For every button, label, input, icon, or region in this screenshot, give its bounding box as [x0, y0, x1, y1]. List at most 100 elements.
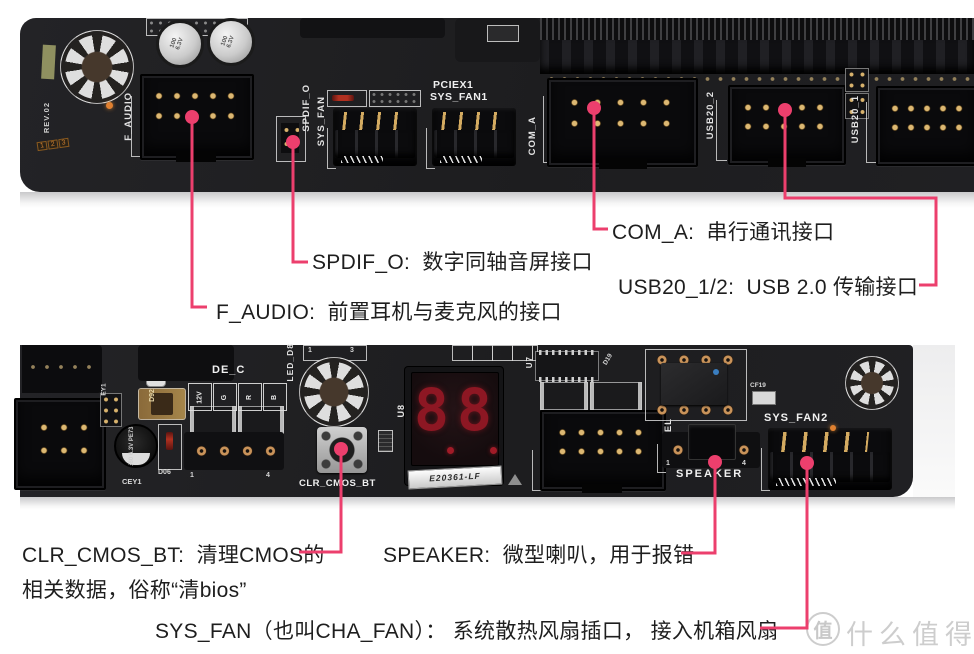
gold-pin-grid: [150, 86, 240, 126]
gold-pin-grid: [563, 92, 678, 134]
red-diode: [332, 95, 354, 101]
capacitor: 100 6.3V: [207, 18, 255, 66]
sticker-digit: 2: [47, 139, 59, 150]
pin1-silk: 1: [190, 472, 194, 479]
chip-legs: [539, 350, 595, 355]
screw-hole: [845, 356, 899, 410]
sys-fan2-header: [768, 428, 892, 490]
smd-component: [752, 391, 776, 405]
gold-pin-grid: [887, 99, 967, 137]
rgb-pin-label: B: [271, 394, 279, 400]
hole-pin3-silk: 3: [350, 347, 354, 354]
sticker-digit: 3: [58, 137, 70, 149]
fan-shroud: [335, 130, 415, 158]
rgb-pin-label: 12V: [196, 390, 204, 404]
bios-chip: [661, 363, 727, 405]
rgb-pin-label: G: [221, 394, 229, 400]
sticker-digit: 1: [36, 140, 48, 152]
pin4-silk: 4: [266, 472, 270, 479]
speaker-jumper-cap: [688, 424, 736, 460]
spdif-pins: [281, 123, 299, 153]
usb2-silk-corner: [716, 100, 727, 161]
speaker-silk-label: SPEAKER: [676, 468, 744, 480]
de-c-silk-label: DE_C: [212, 364, 246, 376]
smd-silkscreen: [378, 430, 393, 452]
sys-fan1-header: [432, 108, 516, 166]
blurred-component: [300, 18, 445, 38]
status-led: [830, 425, 836, 431]
diode-d92-body: [151, 393, 173, 415]
fan1-silk-corner: [327, 128, 336, 169]
watermark-logo: 值: [806, 612, 840, 646]
ey1-silk-label: EY1: [100, 383, 108, 396]
u7-chip: [536, 350, 598, 382]
decimal-point: [490, 447, 497, 454]
annotation-sys-fan: SYS_FAN（也叫CHA_FAN）： 系统散热风扇插口， 接入机箱风扇: [155, 620, 779, 643]
smd-silkscreen: [487, 25, 519, 42]
sysfan-silk-label: SYS_FAN: [316, 96, 327, 147]
rgb-pin-box-g: G: [213, 383, 237, 411]
jumper-block: [845, 68, 869, 92]
debug-display-panel: [411, 372, 499, 466]
rgb-pin-box-r: R: [238, 383, 262, 411]
f-panel-header: [540, 410, 666, 493]
d06-silk-label: D06: [158, 469, 171, 476]
bottom-photo-table-shadow: [20, 497, 955, 510]
capacitor-stripe: [122, 453, 150, 465]
chip-marking-dot: [713, 369, 719, 375]
pciex1-silk-label: PCIEX1: [433, 79, 474, 91]
sys-fan2-silk-label: SYS_FAN2: [764, 412, 829, 424]
blurred-component: [138, 345, 234, 381]
pin1-triangle-icon: [508, 474, 522, 485]
annotation-usb20: USB20_1/2: USB 2.0 传输接口: [618, 276, 919, 299]
ring-pins: [190, 440, 280, 462]
annotation-com-a: COM_A: 串行通讯接口: [612, 221, 835, 244]
spdif-silk-label: SPDIF_O: [301, 84, 312, 132]
annotation-speaker: SPEAKER: 微型喇叭，用于报错: [383, 544, 695, 567]
fan-shroud: [434, 130, 514, 158]
com-a-silk-label: COM_A: [527, 116, 538, 156]
watermark-text: 什么值得买: [846, 620, 974, 650]
gold-pin-grid: [553, 423, 649, 461]
pcie-slot-teeth: [540, 18, 974, 42]
top-photo-table-shadow: [20, 192, 974, 208]
annotation-spdif: SPDIF_O: 数字同轴音屏接口: [312, 251, 593, 274]
speaker-pin1-silk: 1: [666, 460, 670, 467]
pcie-slot-body: [540, 40, 974, 74]
hole-pin1-silk: 1: [308, 347, 312, 354]
usb20-2-header: [728, 85, 846, 167]
sys-fan1-silk-label: SYS_FAN1: [430, 91, 488, 103]
annotation-clr-cmos-line2: 相关数据，俗称“清bios”: [22, 579, 247, 602]
rgb-pin-box-12v: 12V: [188, 383, 212, 411]
mosfet-silkscreen: [540, 382, 588, 410]
fan-hatch-silk: [776, 478, 836, 486]
speaker-pin4-silk: 4: [742, 460, 746, 467]
fan-pins: [780, 432, 870, 454]
usb20-1-silk-label: USB20_1: [850, 95, 861, 144]
cf19-silk-label: CF19: [750, 382, 766, 389]
speaker-silk-corner: [657, 444, 666, 473]
d92-silk-label: D92: [148, 389, 156, 402]
rev-label: REV.02: [42, 102, 51, 134]
clr-cmos-button: [317, 427, 367, 473]
cey1-silk-label: CEY1: [122, 477, 142, 486]
debug-digit-2: 8: [457, 376, 492, 444]
f-audio-silk-label: F_AUDIO: [123, 92, 134, 141]
left-box-header-partial: [14, 398, 106, 490]
decimal-point: [447, 447, 454, 454]
header-notch: [582, 484, 622, 493]
socket-pins-bottom: [651, 403, 739, 417]
capacitor-label: 100 6.3V: [220, 35, 236, 49]
screw-hole: [299, 357, 369, 427]
led-header-base: [184, 432, 284, 470]
capacitor: 100 6.3V: [156, 20, 204, 68]
header-notch: [599, 159, 647, 169]
bottom-photo-background: [913, 345, 955, 497]
u7-silk-label: U7: [525, 356, 534, 369]
gold-pin-grid: [34, 416, 94, 462]
fan2-silk-corner: [426, 128, 435, 169]
bios-socket-outline: [645, 349, 747, 421]
fan-hatch-silk: [440, 156, 482, 163]
capacitor-black: 560 6.3V PE735: [114, 424, 158, 468]
clr-cmos-silk-label: CLR_CMOS_BT: [299, 478, 376, 489]
